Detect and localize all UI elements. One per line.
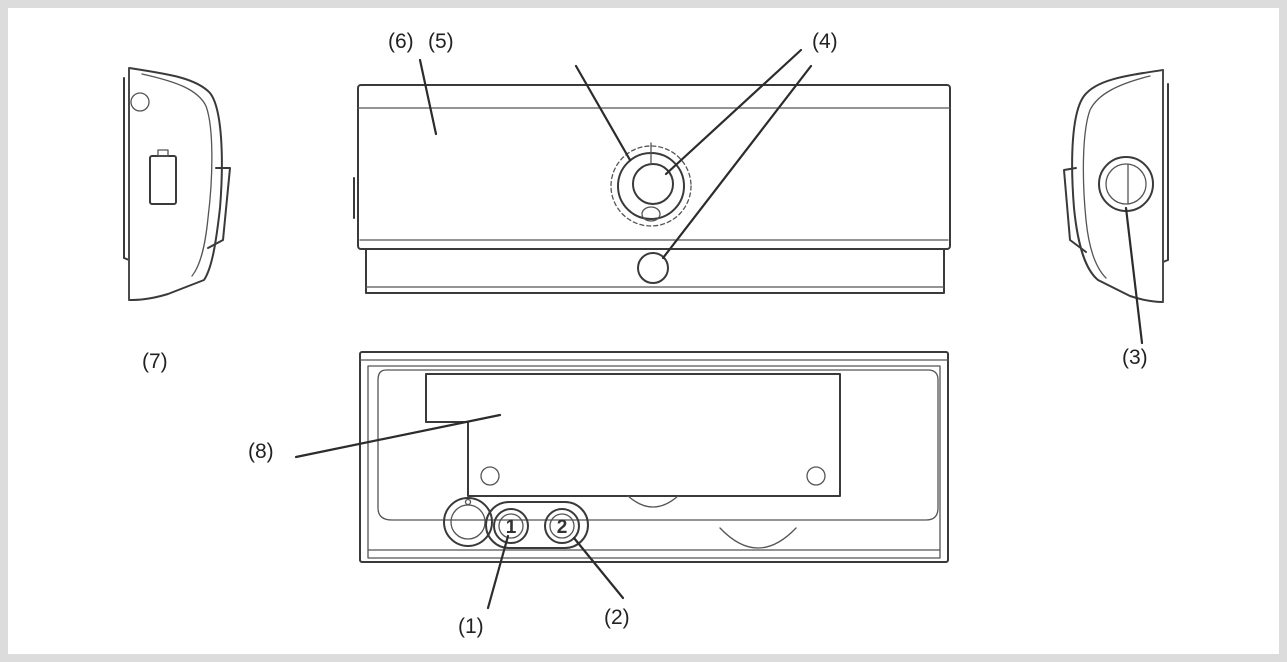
connector-2-number: 2 — [557, 517, 568, 538]
callout-labels: (6) (5) (4) (7) (3) (8) (1) (2) — [142, 30, 1148, 638]
lower-button — [637, 252, 669, 284]
rear-view: 1 2 — [359, 351, 949, 563]
callout-6: (6) — [388, 30, 414, 53]
callout-5: (5) — [428, 30, 454, 53]
rotary-knob-3 — [1098, 156, 1154, 212]
connector-port-7 — [149, 155, 177, 205]
leader-5 — [418, 58, 438, 136]
callout-4: (4) — [812, 30, 838, 53]
callout-1: (1) — [458, 615, 484, 638]
leader-4b — [661, 64, 813, 260]
connector-1-number: 1 — [506, 517, 517, 538]
callout-8: (8) — [248, 440, 274, 463]
antenna-connector — [443, 497, 493, 547]
right-side-view — [1063, 69, 1169, 303]
callout-3: (3) — [1122, 346, 1148, 369]
diagram-figure: 1 2 (6) (5) (4) (7) (3) (8) (1) (2) — [8, 8, 1279, 654]
left-side-view — [123, 67, 231, 301]
front-view — [353, 84, 951, 294]
label-plate-8 — [425, 373, 841, 497]
connector-1 — [493, 508, 529, 544]
leader-2 — [572, 536, 625, 600]
device-diagram: 1 2 (6) (5) (4) (7) (3) (8) (1) (2) — [123, 30, 1169, 638]
leader-8 — [294, 413, 502, 459]
connector-2 — [544, 508, 580, 544]
leader-4a — [664, 48, 803, 176]
leader-1 — [486, 534, 510, 610]
leader-3 — [1124, 206, 1144, 345]
center-button — [632, 163, 674, 205]
callout-2: (2) — [604, 606, 630, 629]
leader-6 — [574, 64, 632, 162]
leader-lines — [294, 48, 1144, 610]
callout-7: (7) — [142, 350, 168, 373]
